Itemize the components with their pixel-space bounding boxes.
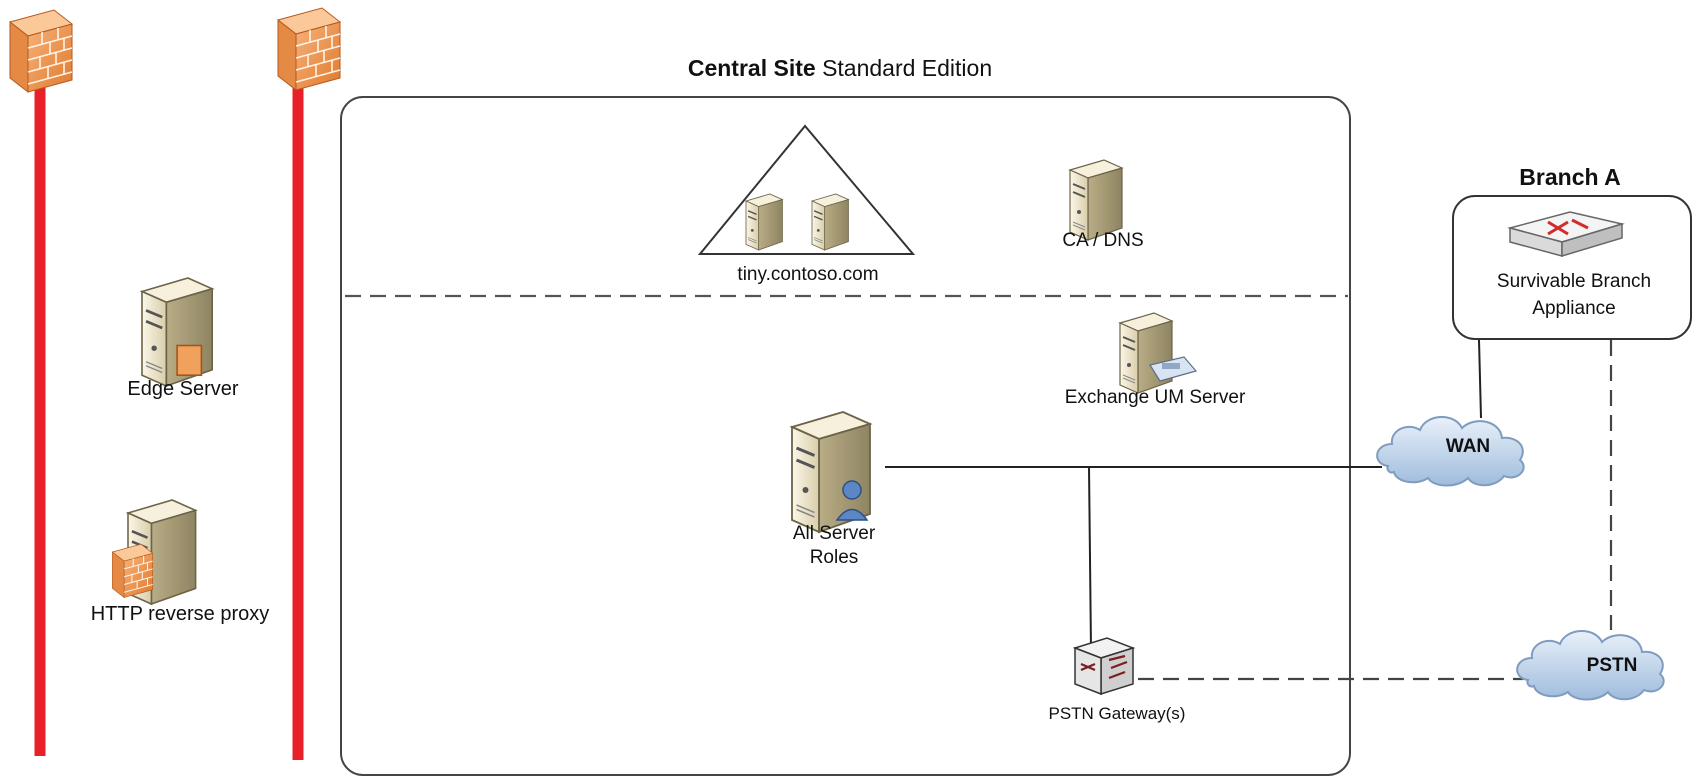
- forest-server-2-icon: [811, 193, 850, 251]
- http-reverse-proxy-icon: [111, 498, 197, 606]
- pstn-cloud-label: PSTN: [1587, 655, 1638, 676]
- wan-cloud-label: WAN: [1446, 436, 1490, 457]
- firewall-right-icon: [277, 7, 341, 91]
- central-site-title-regular: Standard Edition: [822, 55, 992, 81]
- forest-server-1-icon: [745, 193, 784, 251]
- forest-triangle: [697, 124, 916, 255]
- central-site-title-bold: Central Site: [688, 55, 816, 81]
- link-branch-to-wan: [1478, 339, 1482, 419]
- ca-dns-label: CA / DNS: [1062, 230, 1143, 251]
- survivable-branch-appliance-icon: [1507, 211, 1625, 258]
- firewall-left-icon: [9, 9, 73, 93]
- pstn-gateway-label: PSTN Gateway(s): [1049, 704, 1186, 723]
- exchange-um-label: Exchange UM Server: [1065, 387, 1246, 408]
- forest-label: tiny.contoso.com: [737, 264, 878, 285]
- pstn-gateway-icon: [1072, 637, 1136, 696]
- branch-boundary: [1452, 195, 1692, 340]
- central-site-boundary: [340, 96, 1351, 776]
- link-server-to-gateway: [1088, 466, 1092, 651]
- all-server-roles-label-line2: Roles: [810, 547, 859, 568]
- pstn-cloud-icon: [1516, 630, 1665, 701]
- branch-appliance-label-line2: Appliance: [1532, 298, 1615, 319]
- all-server-roles-label-line1: All Server: [793, 523, 876, 544]
- wan-cloud-icon: [1376, 416, 1525, 487]
- central-site-title: Central Site Standard Edition: [688, 55, 992, 81]
- edge-server-label: Edge Server: [127, 378, 239, 400]
- ca-dns-server-icon: [1069, 159, 1123, 241]
- branch-title: Branch A: [1519, 164, 1620, 190]
- edge-server-icon: [140, 276, 214, 388]
- http-reverse-proxy-label: HTTP reverse proxy: [91, 603, 270, 625]
- branch-appliance-label-line1: Survivable Branch: [1497, 271, 1651, 292]
- exchange-um-server-icon: [1119, 312, 1198, 394]
- all-server-roles-icon: [790, 410, 872, 534]
